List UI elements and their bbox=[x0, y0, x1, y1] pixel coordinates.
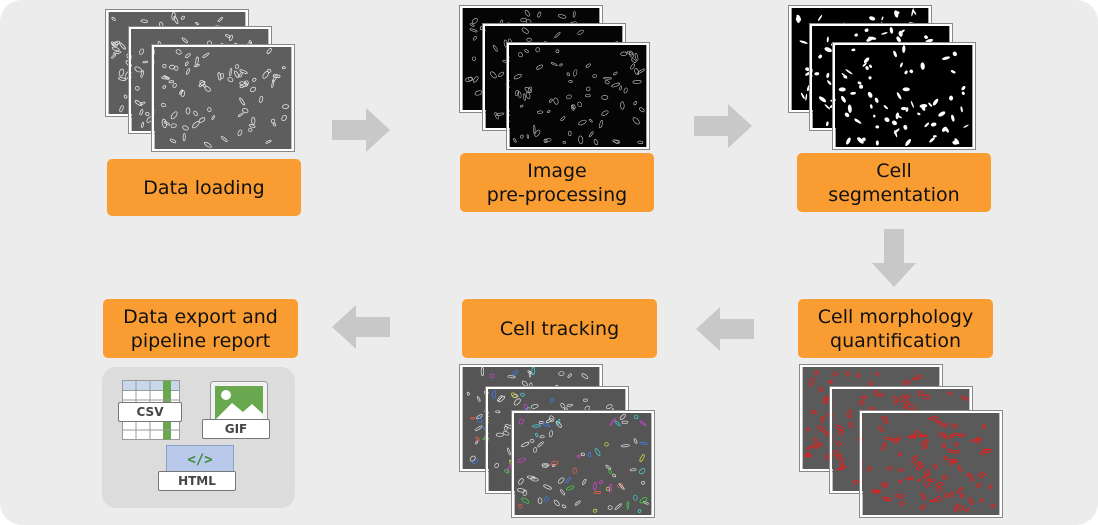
csv-label: CSV bbox=[118, 402, 182, 422]
step-cell-morphology: Cell morphology quantification bbox=[798, 299, 993, 358]
segmentation-masks-stack bbox=[789, 6, 981, 154]
step-label: Cell morphology bbox=[817, 305, 974, 328]
preprocessed-image bbox=[507, 43, 649, 149]
step-data-export: Data export and pipeline report bbox=[103, 299, 298, 358]
step-data-loading: Data loading bbox=[107, 159, 301, 216]
step-label: quantification bbox=[830, 329, 961, 352]
step-label: segmentation bbox=[828, 183, 960, 206]
step-label: Image bbox=[527, 159, 587, 182]
html-label: HTML bbox=[158, 471, 236, 491]
step-label: Cell tracking bbox=[499, 317, 620, 340]
arrow-left-icon bbox=[696, 307, 754, 351]
arrow-left-icon bbox=[332, 305, 390, 349]
image-icon bbox=[210, 381, 268, 427]
arrow-right-icon bbox=[694, 104, 752, 148]
tracking-image bbox=[512, 411, 654, 517]
morphology-images-stack bbox=[800, 365, 1006, 523]
segmentation-mask bbox=[833, 43, 975, 149]
step-label: pre-processing bbox=[486, 183, 628, 206]
step-label: Data loading bbox=[143, 176, 265, 199]
step-label: Cell bbox=[876, 159, 912, 182]
raw-images-stack bbox=[106, 10, 296, 155]
step-cell-segmentation: Cell segmentation bbox=[797, 153, 991, 212]
preprocessed-images-stack bbox=[460, 6, 652, 154]
export-formats-panel: CSV GIF </> HTML bbox=[102, 367, 295, 508]
gif-label: GIF bbox=[202, 419, 270, 439]
morphology-image bbox=[860, 411, 1002, 517]
step-label: Data export and bbox=[123, 305, 278, 328]
arrow-right-icon bbox=[332, 108, 390, 152]
code-glyph: </> bbox=[187, 452, 213, 468]
step-image-preprocessing: Image pre-processing bbox=[460, 153, 654, 212]
arrow-down-icon bbox=[872, 229, 916, 287]
step-cell-tracking: Cell tracking bbox=[462, 299, 657, 358]
tracking-images-stack bbox=[460, 365, 658, 523]
step-label: pipeline report bbox=[130, 329, 271, 352]
raw-image bbox=[152, 45, 294, 151]
